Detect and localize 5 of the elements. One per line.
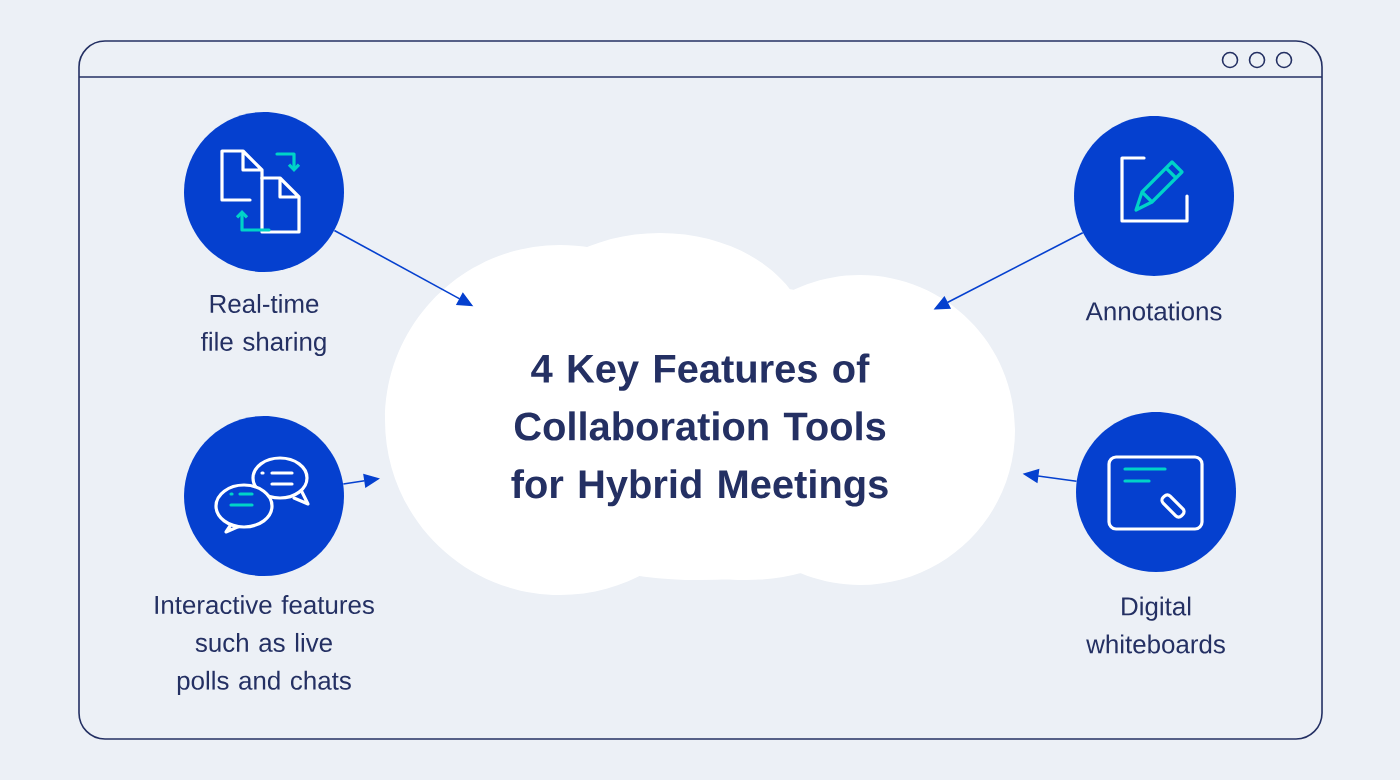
feature-label: Digital whiteboards [1086,596,1225,654]
feature-label: Annotations [1085,301,1222,321]
feature-label: Interactive features such as live polls and chats [155,595,374,695]
feature-label: Real-time file sharing [201,294,326,356]
cloud-heading: 4 Key Features of Collaboration Tools for Hybrid Meetings [511,353,888,507]
